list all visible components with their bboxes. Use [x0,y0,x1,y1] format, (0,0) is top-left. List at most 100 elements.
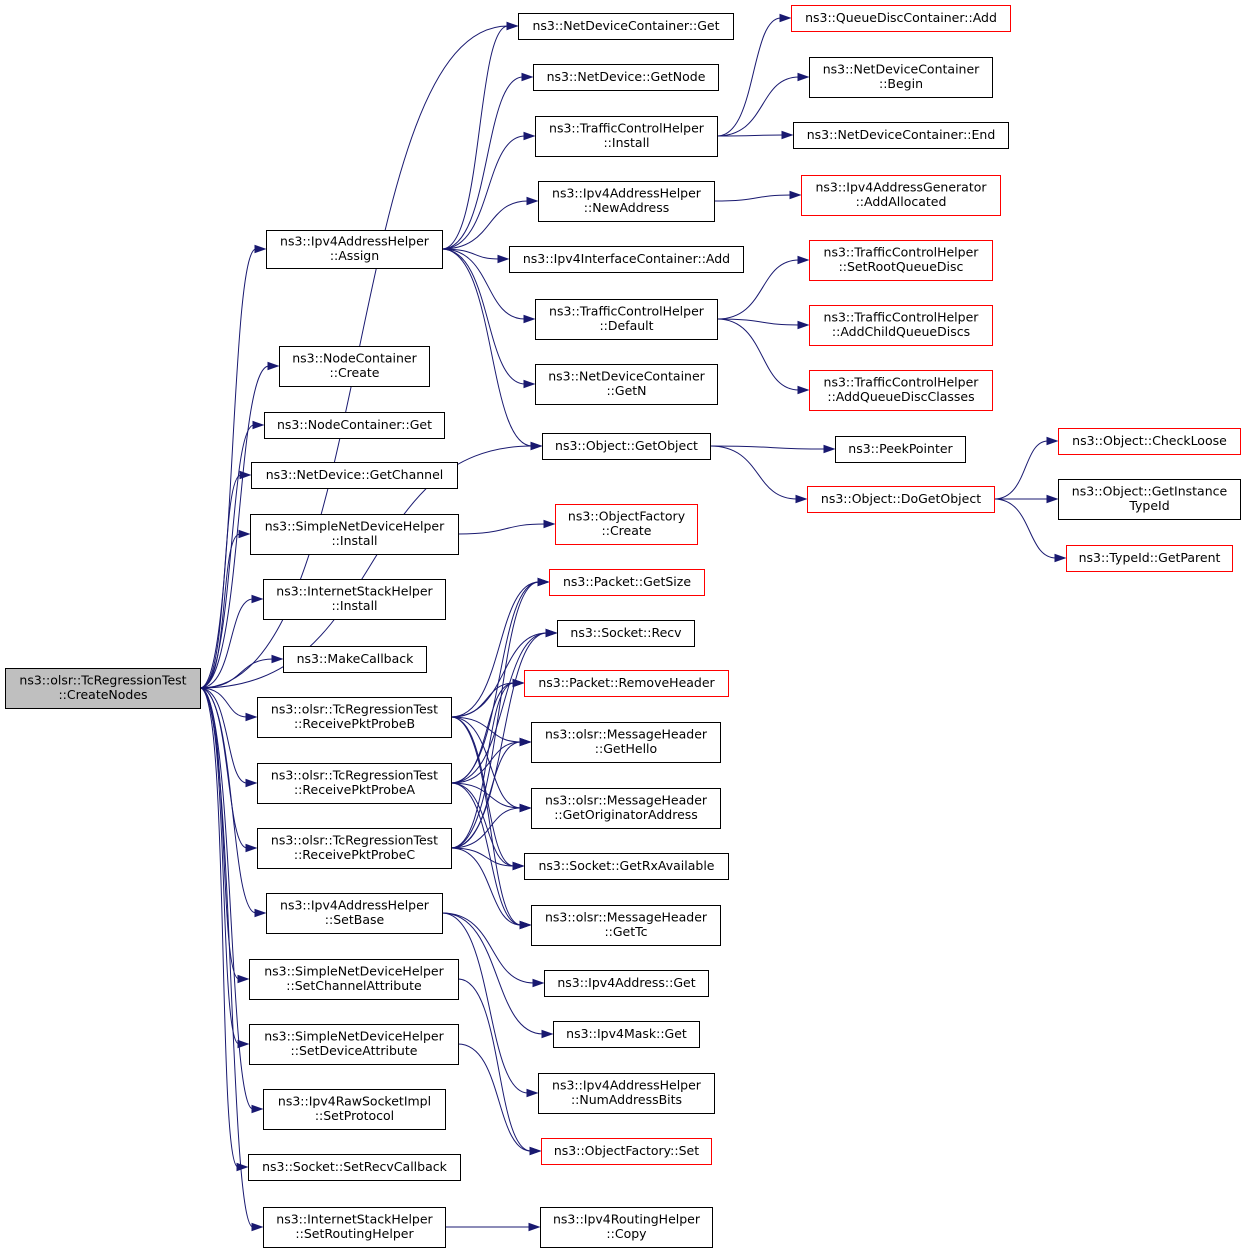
node-label-line: ns3::NetDevice::GetChannel [266,467,444,482]
arrowhead-qdc-add [779,13,792,23]
node-box [257,763,452,804]
node-set-recv-cb[interactable]: ns3::Socket::SetRecvCallback [248,1154,461,1181]
node-ndc-end[interactable]: ns3::NetDeviceContainer::End [793,122,1009,149]
node-make-callback[interactable]: ns3::MakeCallback [283,646,427,673]
node-ipv4-ifc-add[interactable]: ns3::Ipv4InterfaceContainer::Add [509,246,744,273]
node-inet-stack-install[interactable]: ns3::InternetStackHelper::Install [263,579,446,620]
node-label-line: ns3::NetDeviceContainer::Get [532,18,719,33]
edge-root-to-recv-b [199,687,248,718]
node-label-line: ns3::Ipv4RoutingHelper [553,1212,701,1227]
node-tch-install[interactable]: ns3::TrafficControlHelper::Install [535,116,718,157]
node-obj-check-loose[interactable]: ns3::Object::CheckLoose [1058,428,1241,455]
node-sock-recv[interactable]: ns3::Socket::Recv [557,620,695,647]
edge-recv-c-to-pkt-remove-header [450,682,515,849]
node-box [279,346,430,387]
node-ipv4-new-addr[interactable]: ns3::Ipv4AddressHelper::NewAddress [538,181,715,222]
node-label-line: ns3::Ipv4InterfaceContainer::Add [523,251,730,266]
node-set-routing-helper[interactable]: ns3::InternetStackHelper::SetRoutingHelp… [263,1207,446,1248]
node-peek-pointer[interactable]: ns3::PeekPointer [835,436,966,463]
node-mh-get-tc[interactable]: ns3::olsr::MessageHeader::GetTc [531,905,721,946]
node-label-line: ns3::olsr::TcRegressionTest [271,768,438,783]
node-mh-get-orig[interactable]: ns3::olsr::MessageHeader::GetOriginatorA… [531,788,721,829]
node-root[interactable]: ns3::olsr::TcRegressionTest::CreateNodes [5,668,201,709]
node-box [263,579,446,620]
node-label-line: ns3::InternetStackHelper [276,1212,433,1227]
arrowhead-ipv4-ifc-add [497,254,510,264]
arrowhead-obj-get-inst-type-id [1046,494,1059,504]
node-ipv4-addr-gen-alloc[interactable]: ns3::Ipv4AddressGenerator::AddAllocated [801,175,1001,216]
node-label-line: ns3::olsr::TcRegressionTest [271,833,438,848]
node-pkt-get-size[interactable]: ns3::Packet::GetSize [549,569,705,596]
node-label-line: ::CreateNodes [58,687,147,702]
node-net-dev-get-channel[interactable]: ns3::NetDevice::GetChannel [251,462,458,489]
node-ipv4-assign-addr[interactable]: ns3::Ipv4AddressHelper::Assign [266,230,443,269]
node-pkt-remove-header[interactable]: ns3::Packet::RemoveHeader [524,670,729,697]
node-set-base[interactable]: ns3::Ipv4AddressHelper::SetBase [266,893,443,934]
node-node-cont-get[interactable]: ns3::NodeContainer::Get [264,412,445,439]
node-simple-ndhinstall[interactable]: ns3::SimpleNetDeviceHelper::Install [250,514,459,555]
node-label-line: ::Create [330,365,380,380]
node-type-id-get-parent[interactable]: ns3::TypeId::GetParent [1066,545,1233,572]
node-qdc-add[interactable]: ns3::QueueDiscContainer::Add [791,5,1011,32]
arrowhead-ipv4-new-addr [526,196,539,206]
node-tch-set-root-qd[interactable]: ns3::TrafficControlHelper::SetRootQueueD… [809,240,993,281]
arrowhead-pkt-get-size [537,577,550,587]
node-label-line: ns3::NetDeviceContainer::End [807,127,996,142]
node-label-line: ::ReceivePktProbeA [294,782,415,797]
node-box [250,514,459,555]
node-tch-add-qdclasses[interactable]: ns3::TrafficControlHelper::AddQueueDiscC… [809,370,993,411]
arrowhead-ndc-end [781,130,794,140]
edge-set-base-to-ipv4-addr-get [441,912,535,984]
node-box [283,646,427,673]
edge-recv-b-to-pkt-get-size [450,581,540,718]
node-of-set[interactable]: ns3::ObjectFactory::Set [541,1138,712,1165]
node-tch-add-child-qd[interactable]: ns3::TrafficControlHelper::AddChildQueue… [809,305,993,346]
node-label-line: ::Install [331,598,377,613]
edge-root-to-simple-ndhinstall [199,533,241,689]
node-ipv4-routing-copy[interactable]: ns3::Ipv4RoutingHelper::Copy [540,1207,713,1248]
node-set-dev-attr[interactable]: ns3::SimpleNetDeviceHelper::SetDeviceAtt… [249,1024,459,1065]
node-ndc-get[interactable]: ns3::NetDeviceContainer::Get [518,13,734,40]
node-box [257,697,452,738]
arrowhead-ipv4-num-bits [526,1088,539,1098]
node-ndc-get-n[interactable]: ns3::NetDeviceContainer::GetN [535,364,718,405]
node-box [531,905,721,946]
arrowhead-pkt-remove-header [512,678,525,688]
edge-recv-c-to-mh-get-tc [450,847,522,926]
node-of-create[interactable]: ns3::ObjectFactory::Create [555,504,698,545]
arrowhead-obj-get-object [530,441,543,451]
node-node-cont-create[interactable]: ns3::NodeContainer::Create [279,346,430,387]
arrowhead-mh-get-hello [519,737,532,747]
node-recv-c[interactable]: ns3::olsr::TcRegressionTest::ReceivePktP… [257,828,452,869]
node-obj-get-object[interactable]: ns3::Object::GetObject [542,433,711,460]
node-tch-default[interactable]: ns3::TrafficControlHelper::Default [535,299,718,340]
node-label-line: ::SetRoutingHelper [295,1226,414,1241]
node-nd-get-node[interactable]: ns3::NetDevice::GetNode [533,64,719,91]
edge-set-dev-attr-to-of-set [457,1043,532,1152]
arrowhead-recv-b [245,712,258,722]
node-label-line: ::AddQueueDiscClasses [827,389,974,404]
node-mh-get-hello[interactable]: ns3::olsr::MessageHeader::GetHello [531,722,721,763]
node-ipv4-num-bits[interactable]: ns3::Ipv4AddressHelper::NumAddressBits [538,1073,715,1114]
node-ipv4-mask-get[interactable]: ns3::Ipv4Mask::Get [553,1021,700,1048]
node-sock-get-rx-avail[interactable]: ns3::Socket::GetRxAvailable [524,853,729,880]
node-recv-b[interactable]: ns3::olsr::TcRegressionTest::ReceivePktP… [257,697,452,738]
node-obj-do-get-object[interactable]: ns3::Object::DoGetObject [807,486,995,513]
node-label-line: ns3::ObjectFactory [568,509,686,524]
node-label-line: ns3::NodeContainer::Get [277,417,432,432]
node-ndc-begin[interactable]: ns3::NetDeviceContainer::Begin [809,57,993,98]
node-set-chan-attr[interactable]: ns3::SimpleNetDeviceHelper::SetChannelAt… [249,959,459,1000]
arrowhead-sock-get-rx-avail [512,861,525,871]
arrowhead-obj-do-get-object [795,494,808,504]
arrowhead-ipv4-mask-get [541,1029,554,1039]
node-set-protocol[interactable]: ns3::Ipv4RawSocketImpl::SetProtocol [263,1089,446,1130]
arrowhead-make-callback [271,654,284,664]
node-recv-a[interactable]: ns3::olsr::TcRegressionTest::ReceivePktP… [257,763,452,804]
node-box [524,670,729,697]
edge-root-to-set-base [199,687,257,914]
node-ipv4-addr-get[interactable]: ns3::Ipv4Address::Get [544,970,709,997]
node-label-line: ns3::TypeId::GetParent [1079,550,1221,565]
arrowhead-recv-a [245,778,258,788]
edge-recv-c-to-sock-recv [450,632,548,849]
